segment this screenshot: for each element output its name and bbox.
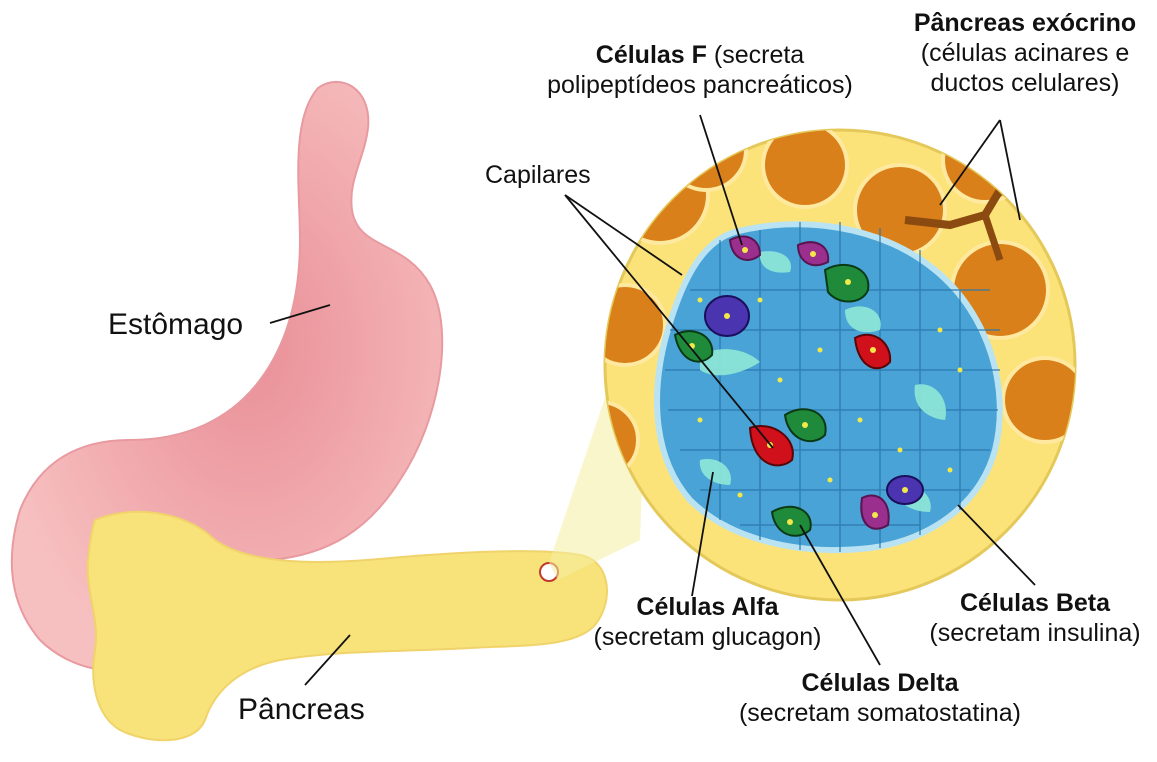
label-delta: Células Delta (secretam somatostatina) [725, 668, 1035, 728]
label-celulas-f: Células F (secreta polipeptídeos pancreá… [535, 40, 865, 100]
label-pancreas: Pâncreas [238, 692, 365, 728]
label-alfa: Células Alfa (secretam glucagon) [580, 592, 835, 652]
beta-desc: (secretam insulina) [929, 619, 1140, 647]
delta-title: Células Delta [801, 669, 958, 697]
label-exocrino: Pâncreas exócrino (células acinares e du… [900, 8, 1150, 98]
celulas-f-desc-2: polipeptídeos pancreáticos) [547, 71, 853, 99]
exocrino-desc-2: ductos celulares) [931, 69, 1120, 97]
label-beta: Células Beta (secretam insulina) [915, 588, 1155, 648]
label-estomago: Estômago [108, 307, 243, 343]
beta-title: Células Beta [960, 589, 1110, 617]
delta-desc: (secretam somatostatina) [739, 699, 1021, 727]
exocrino-title: Pâncreas exócrino [914, 9, 1136, 37]
exocrino-desc-1: (células acinares e [921, 39, 1129, 67]
alfa-title: Células Alfa [636, 593, 778, 621]
label-capilares: Capilares [485, 160, 591, 190]
alfa-desc: (secretam glucagon) [594, 623, 822, 651]
celulas-f-desc-1: (secreta [714, 41, 804, 69]
celulas-f-title: Células F [596, 41, 707, 69]
